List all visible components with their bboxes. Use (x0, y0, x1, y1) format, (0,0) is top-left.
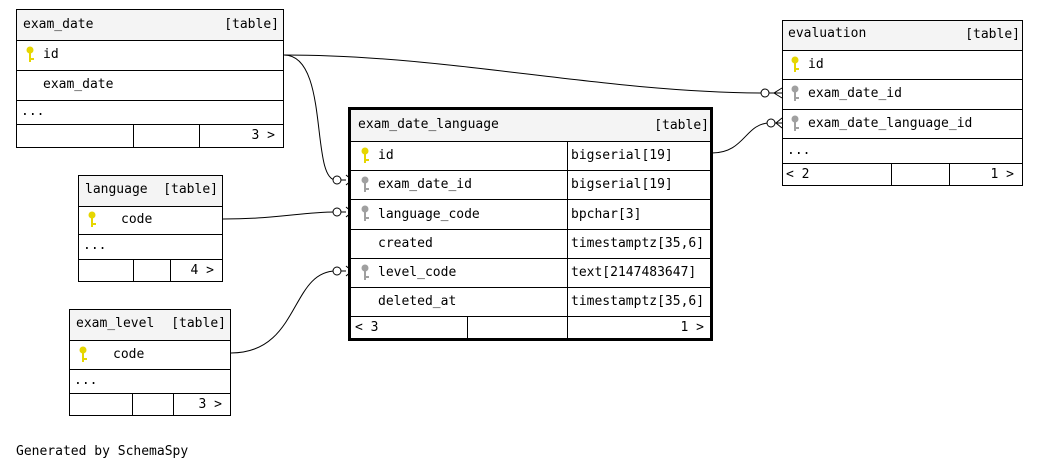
table-header: exam_date [table] (17, 10, 283, 40)
link-edl-to-evaluation (711, 122, 782, 154)
column-type: timestamptz[35,6] (571, 236, 705, 251)
column-row[interactable]: language_code bpchar[3] (351, 199, 710, 229)
table-name: exam_date (23, 17, 94, 32)
table-kind: [table] (163, 182, 218, 197)
column-name: created (378, 236, 433, 251)
column-row[interactable]: exam_date_id (783, 79, 1022, 109)
children-count[interactable]: 1 > (990, 167, 1014, 182)
ellipsis: ... (787, 143, 811, 158)
column-row[interactable]: code (79, 206, 222, 234)
column-type: timestamptz[35,6] (571, 294, 705, 309)
column-name: id (378, 148, 394, 163)
table-kind: [table] (171, 316, 226, 331)
primary-key-icon (791, 56, 799, 72)
column-name: level_code (378, 265, 457, 280)
table-kind: [table] (224, 17, 279, 32)
column-name: id (43, 47, 59, 62)
column-name: id (808, 57, 824, 72)
link-exam-date-to-evaluation (283, 54, 782, 94)
table-header: exam_level [table] (70, 310, 230, 340)
ellipsis-row: ... (79, 234, 222, 259)
table-header: evaluation [table] (783, 21, 1022, 50)
children-count[interactable]: 3 > (251, 128, 275, 143)
table-footer: 3 > (70, 393, 230, 415)
column-name: exam_date (43, 77, 114, 92)
column-name: code (113, 347, 145, 362)
column-row[interactable]: code (70, 340, 230, 369)
table-evaluation[interactable]: evaluation [table] id exam_date_id exam_… (782, 20, 1023, 186)
table-language[interactable]: language [table] code ... 4 > (78, 175, 223, 282)
column-row[interactable]: deleted_at timestamptz[35,6] (351, 287, 710, 316)
table-exam-date-language[interactable]: exam_date_language [table] id bigserial[… (348, 107, 713, 341)
parents-count[interactable]: < 3 (355, 320, 379, 335)
foreign-key-icon (361, 176, 369, 192)
ellipsis: ... (21, 104, 45, 119)
children-count[interactable]: 1 > (680, 320, 704, 335)
table-name: exam_level (76, 316, 155, 331)
column-row[interactable]: id (17, 40, 283, 70)
column-type: bpchar[3] (571, 207, 642, 222)
link-exam-date-to-edl (283, 54, 346, 181)
ellipsis-row: ... (70, 369, 230, 393)
foreign-key-icon (791, 85, 799, 101)
ellipsis: ... (83, 238, 107, 253)
table-exam-level[interactable]: exam_level [table] code ... 3 > (69, 309, 231, 416)
column-type: bigserial[19] (571, 148, 673, 163)
parents-count[interactable]: < 2 (786, 167, 810, 182)
primary-key-icon (88, 211, 96, 227)
column-row[interactable]: level_code text[2147483647] (351, 258, 710, 287)
table-name: exam_date_language (358, 117, 499, 132)
table-name: evaluation (788, 26, 867, 41)
primary-key-icon (79, 346, 87, 362)
table-header: language [table] (79, 176, 222, 206)
ellipsis: ... (74, 373, 98, 388)
table-footer: 4 > (79, 259, 222, 281)
table-kind: [table] (965, 27, 1020, 42)
link-exam-level-to-edl (230, 270, 346, 354)
foreign-key-icon (361, 205, 369, 221)
column-type: text[2147483647] (571, 265, 697, 280)
column-name: deleted_at (378, 294, 457, 309)
children-count[interactable]: 3 > (198, 397, 222, 412)
column-row[interactable]: created timestamptz[35,6] (351, 229, 710, 258)
column-type: bigserial[19] (571, 177, 673, 192)
primary-key-icon (26, 46, 34, 62)
column-row[interactable]: exam_date_language_id (783, 109, 1022, 138)
table-header: exam_date_language [table] (351, 110, 710, 141)
column-name: exam_date_id (808, 86, 902, 101)
table-name: language (85, 182, 148, 197)
foreign-key-icon (791, 115, 799, 131)
table-kind: [table] (654, 118, 709, 133)
column-row[interactable]: id bigserial[19] (351, 141, 710, 170)
column-name: exam_date_id (378, 177, 472, 192)
primary-key-icon (361, 147, 369, 163)
column-name: code (121, 212, 153, 227)
column-name: language_code (378, 207, 480, 222)
table-footer: < 3 1 > (351, 316, 710, 338)
link-language-to-edl (222, 211, 346, 220)
generated-by-footer: Generated by SchemaSpy (16, 444, 189, 459)
ellipsis-row: ... (783, 138, 1022, 163)
children-count[interactable]: 4 > (190, 263, 214, 278)
table-footer: < 2 1 > (783, 163, 1022, 185)
column-row[interactable]: exam_date_id bigserial[19] (351, 170, 710, 199)
foreign-key-icon (361, 264, 369, 280)
column-row[interactable]: exam_date (17, 70, 283, 100)
table-footer: 3 > (17, 124, 283, 147)
column-name: exam_date_language_id (808, 116, 973, 131)
column-row[interactable]: id (783, 50, 1022, 79)
table-exam-date[interactable]: exam_date [table] id exam_date ... 3 > (16, 9, 284, 148)
ellipsis-row: ... (17, 100, 283, 124)
